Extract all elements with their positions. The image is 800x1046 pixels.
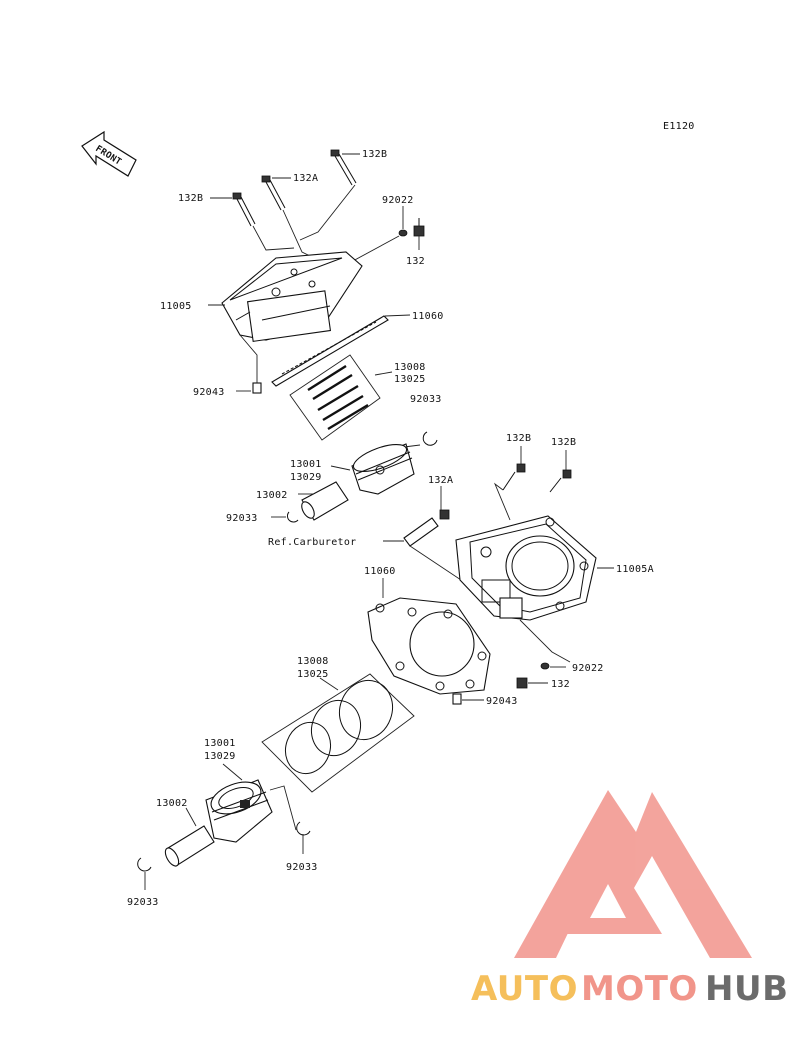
stud-ref-carburetor: [403, 517, 439, 547]
logo-text-auto: AUTO: [471, 969, 578, 1009]
label-washer-92022-top: 92022: [382, 195, 414, 206]
logo-text-hub: HUB: [705, 969, 788, 1009]
label-clip-92033-top-left: 92033: [226, 513, 258, 524]
label-rings-13025-top: 13025: [394, 374, 426, 385]
piston-pin-13002-bottom: [164, 825, 215, 867]
piston-pin-13002-top: [301, 481, 349, 521]
label-rings-13008-bottom: 13008: [297, 656, 329, 667]
piston-rings-box-bottom: [261, 673, 415, 793]
base-gasket-11060-bottom: [367, 597, 491, 695]
automotohub-logo: AUTO MOTO HUB: [471, 790, 788, 1009]
label-ref-carburetor: Ref.Carburetor: [268, 537, 357, 548]
bolt-132a-top: [261, 175, 286, 211]
label-pin-13002-bottom: 13002: [156, 798, 188, 809]
bolt-132b-top: [330, 149, 357, 186]
bolt-132a-mid: [439, 486, 450, 520]
circlip-92033-bottom-right: [296, 821, 311, 836]
label-gasket-11060-bottom: 11060: [364, 566, 396, 577]
label-bolt-132b-left: 132B: [178, 193, 203, 204]
label-washer-92022-bottom: 92022: [572, 663, 604, 674]
label-pin-13002-top: 13002: [256, 490, 288, 501]
bolt-132-top: [413, 218, 425, 237]
label-rings-13025-bottom: 13025: [297, 669, 329, 680]
cylinder-head-11005: [221, 251, 363, 342]
label-bolt-132a-mid: 132A: [428, 475, 453, 486]
front-arrow-icon: FRONT: [81, 130, 137, 177]
circlip-92033-top-right: [422, 431, 438, 446]
label-bolt-132b-mid-left: 132B: [506, 433, 531, 444]
label-rings-13008-top: 13008: [394, 362, 426, 373]
label-clip-92033-top-right: 92033: [410, 394, 442, 405]
bolt-132b-left: [232, 192, 256, 227]
cylinder-block-11005a: [455, 515, 597, 621]
label-dowel-92043-bottom: 92043: [486, 696, 518, 707]
washer-92022-top: [398, 229, 408, 237]
piston-13001-top: [351, 443, 415, 495]
label-gasket-11060-top: 11060: [412, 311, 444, 322]
logo-triangle-icon: [514, 790, 752, 958]
bolt-132b-mid-left: [502, 446, 526, 491]
label-head-11005: 11005: [160, 301, 192, 312]
label-head-11005a: 11005A: [616, 564, 654, 575]
dowel-92043-bottom: [452, 693, 462, 705]
piston-13001-bottom: [205, 779, 273, 843]
label-bolt-132b-mid-right: 132B: [551, 437, 576, 448]
circlip-92033-top-left: [287, 511, 299, 523]
label-piston-13001-top: 13001: [290, 459, 322, 470]
logo-text-moto: MOTO: [581, 969, 698, 1009]
label-clip-92033-bottom-left: 92033: [127, 897, 159, 908]
label-bolt-132-bottom: 132: [551, 679, 570, 690]
label-piston-13001-bottom: 13001: [204, 738, 236, 749]
label-bolt-132b-top: 132B: [362, 149, 387, 160]
piston-rings-box-top: [289, 354, 381, 441]
washer-92022-bottom: [540, 662, 550, 670]
diagram-code: E1120: [663, 121, 695, 132]
label-bolt-132-top: 132: [406, 256, 425, 267]
label-clip-92033-bottom-right: 92033: [286, 862, 318, 873]
bolt-132b-mid-right: [549, 450, 572, 493]
dowel-92043-top: [252, 382, 262, 394]
label-bolt-132a-top: 132A: [293, 173, 318, 184]
label-dowel-92043-top: 92043: [193, 387, 225, 398]
bolt-132-bottom: [516, 677, 528, 689]
head-gasket-11060-top: [271, 315, 389, 387]
circlip-92033-bottom-left: [137, 857, 152, 872]
label-piston-13029-bottom: 13029: [204, 751, 236, 762]
label-piston-13029-top: 13029: [290, 472, 322, 483]
